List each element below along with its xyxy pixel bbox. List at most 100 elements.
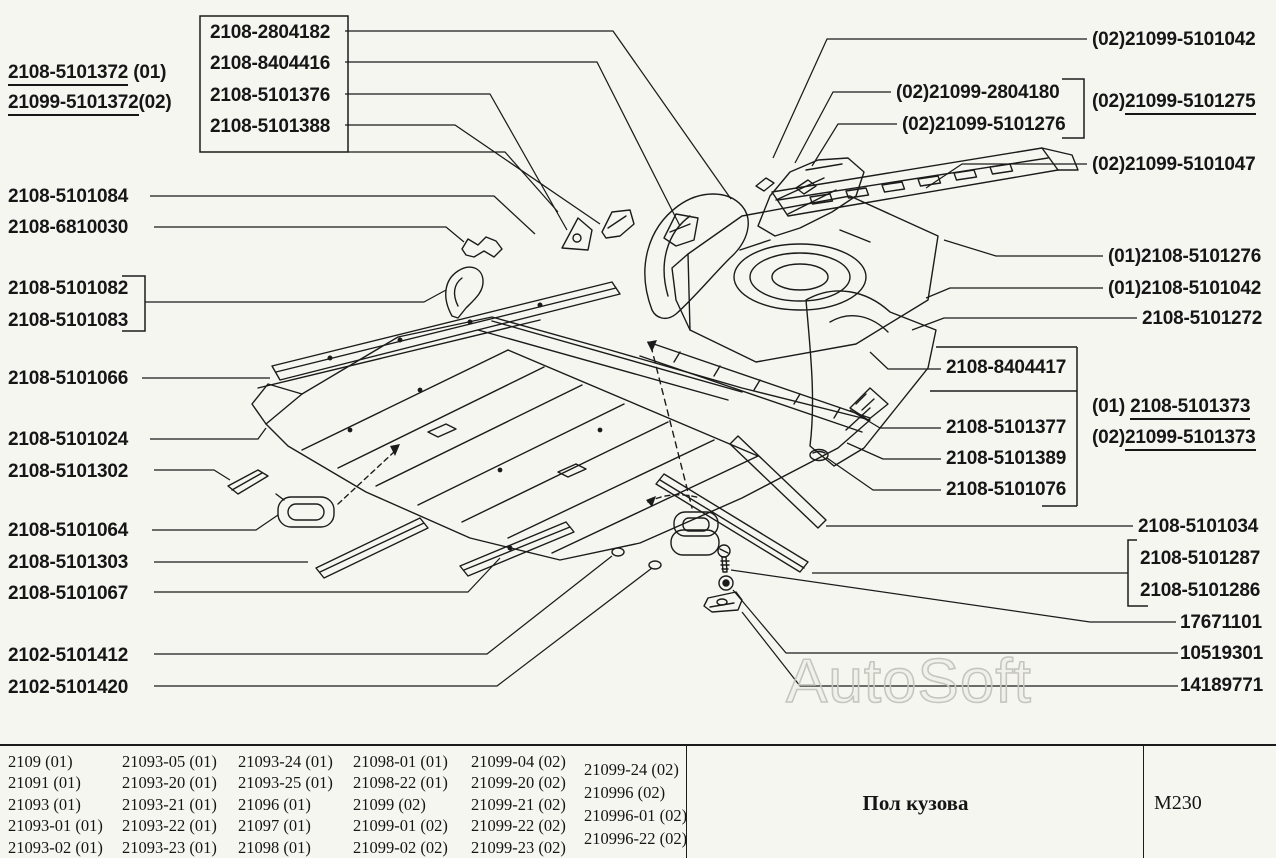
part-bracket-5101376 bbox=[561, 217, 593, 251]
model-entry: 210996-22 (02) bbox=[584, 829, 688, 848]
sheet-title: Пол кузова bbox=[686, 746, 1144, 858]
part-washer-10519301 bbox=[718, 575, 734, 591]
callout-14189771: 14189771 bbox=[1180, 675, 1263, 696]
model-entry: 21098-22 (01) bbox=[353, 773, 448, 793]
model-column-6: 21099-24 (02)210996 (02)210996-01 (02)21… bbox=[584, 758, 687, 850]
callout-2108-5101042: (01)2108-5101042 bbox=[1108, 278, 1262, 299]
part-front-floor-pan bbox=[251, 316, 871, 570]
model-entry: 21099-21 (02) bbox=[471, 794, 566, 814]
model-entry: 21091 (01) bbox=[8, 773, 81, 793]
callout-2108-5101067: 2108-5101067 bbox=[8, 583, 129, 604]
part-bracket-5101388 bbox=[601, 209, 635, 239]
part-clip-14189771 bbox=[703, 591, 743, 613]
part-plug-5101076 bbox=[809, 448, 829, 462]
model-entry: 21096 (01) bbox=[238, 794, 311, 814]
callout-21099-2804180: (02)21099-2804180 bbox=[896, 82, 1060, 103]
callout-17671101: 17671101 bbox=[1180, 612, 1262, 633]
callout-2108-5101272: 2108-5101272 bbox=[1142, 308, 1263, 329]
model-entry: 21093-20 (01) bbox=[122, 773, 217, 793]
part-rear-bracket-cluster bbox=[757, 157, 865, 237]
part-sill-5101303 bbox=[315, 517, 429, 579]
callout-2108-8404417: 2108-8404417 bbox=[946, 357, 1067, 378]
callout-2108-6810030: 2108-6810030 bbox=[8, 217, 129, 238]
model-entry: 21093-22 (01) bbox=[122, 816, 217, 836]
model-entry: 21099 (02) bbox=[353, 794, 426, 814]
applicability-table: 2109 (01) 21091 (01)21093 (01)21093-01 (0… bbox=[0, 744, 1276, 858]
callout-2108-5101066: 2108-5101066 bbox=[8, 368, 129, 389]
model-entry: 21093-02 (01) bbox=[8, 837, 103, 857]
callout-2108-5101276: (01)2108-5101276 bbox=[1108, 246, 1262, 267]
callout-2108-5101376: 2108-5101376 bbox=[210, 85, 331, 106]
callout-2108-5101302: 2108-5101302 bbox=[8, 461, 129, 482]
part-left-wheel-arch bbox=[644, 193, 749, 320]
part-left-sill bbox=[257, 281, 621, 389]
model-entry: 21099-23 (02) bbox=[471, 837, 566, 857]
part-grommet bbox=[670, 511, 720, 556]
callout-2108-5101034: 2108-5101034 bbox=[1138, 516, 1259, 537]
model-entry: 21099-01 (02) bbox=[353, 816, 448, 836]
callout-10519301: 10519301 bbox=[1180, 643, 1263, 664]
model-column-4: 21098-01 (01)21098-22 (01)21099 (02)2109… bbox=[353, 751, 448, 858]
callout-2102-5101412: 2102-5101412 bbox=[8, 645, 129, 666]
callout-21099-5101276: (02)21099-5101276 bbox=[902, 114, 1066, 135]
model-entry: 21098-01 (01) bbox=[353, 752, 448, 771]
part-toe-hook bbox=[445, 266, 484, 319]
model-entry: 21093-01 (01) bbox=[8, 816, 103, 836]
model-column-5: 21099-04 (02)21099-20 (02)21099-21 (02)2… bbox=[471, 751, 566, 858]
leader-lines bbox=[142, 30, 1178, 687]
part-channel-5101302 bbox=[227, 469, 269, 495]
part-right-sill bbox=[655, 473, 809, 573]
callout-21099-5101047: (02)21099-5101047 bbox=[1092, 154, 1256, 175]
callout-2108-5101377: 2108-5101377 bbox=[946, 417, 1067, 438]
callout-2108-5101287: 2108-5101287 bbox=[1140, 548, 1261, 569]
callout-2108-5101064: 2108-5101064 bbox=[8, 520, 129, 541]
part-heelboard bbox=[639, 341, 871, 433]
watermark: AutoSoft bbox=[785, 646, 1032, 717]
model-entry: 21097 (01) bbox=[238, 816, 311, 836]
model-entry: 21093-21 (01) bbox=[122, 794, 217, 814]
model-entry: 21099-22 (02) bbox=[471, 816, 566, 836]
callout-21099-5101042: (02)21099-5101042 bbox=[1092, 29, 1256, 50]
model-entry: 21093-05 (01) bbox=[122, 752, 217, 771]
model-entry: 21099-02 (02) bbox=[353, 837, 448, 857]
callout-2108-2804182: 2108-2804182 bbox=[210, 22, 331, 43]
callout-21099-5101275: (02)21099-5101275 bbox=[1092, 91, 1256, 115]
callout-21099-5101373: (02)21099-5101373 bbox=[1092, 427, 1256, 451]
callout-2108-5101286: 2108-5101286 bbox=[1140, 580, 1261, 601]
part-sill-5101067 bbox=[459, 521, 575, 577]
model-entry: 21093-24 (01) bbox=[238, 752, 333, 771]
part-tunnel-brace bbox=[663, 213, 699, 247]
model-entry: 21093-25 (01) bbox=[238, 773, 333, 793]
model-entry: 21099-04 (02) bbox=[471, 752, 566, 771]
dashed-reference-lines bbox=[337, 345, 701, 509]
callout-2108-8404416: 2108-8404416 bbox=[210, 53, 331, 74]
part-rear-floor bbox=[671, 195, 939, 363]
callout-2108-5101082: 2108-5101082 bbox=[8, 278, 129, 299]
part-side-member-5101034 bbox=[729, 435, 827, 529]
sheet-code: М230 bbox=[1143, 746, 1276, 858]
callout-21099-5101372: 21099-5101372(02) bbox=[8, 92, 172, 116]
callout-2108-5101084: 2108-5101084 bbox=[8, 186, 129, 207]
direction-arrows bbox=[390, 340, 657, 507]
model-entry: 21093 (01) bbox=[8, 794, 81, 814]
callout-2108-5101388: 2108-5101388 bbox=[210, 116, 331, 137]
callout-2108-5101076: 2108-5101076 bbox=[946, 479, 1067, 500]
callout-2102-5101420: 2102-5101420 bbox=[8, 677, 129, 698]
model-entry: 2109 (01) bbox=[8, 752, 73, 771]
callout-2108-5101373: (01) 2108-5101373 bbox=[1092, 396, 1250, 420]
callout-2108-5101024: 2108-5101024 bbox=[8, 429, 129, 450]
model-column-3: 21093-24 (01) 21093-25 (01)21096 (01)2109… bbox=[238, 751, 333, 858]
part-bracket-6810030 bbox=[461, 236, 503, 258]
model-entry: 21099-24 (02) bbox=[584, 760, 679, 779]
model-column-1: 2109 (01) 21091 (01)21093 (01)21093-01 (0… bbox=[8, 751, 103, 858]
model-entry: 21093-23 (01) bbox=[122, 837, 217, 857]
part-rear-crossmember bbox=[755, 147, 1079, 217]
callout-2108-5101083: 2108-5101083 bbox=[8, 310, 129, 331]
part-screw-17671101 bbox=[717, 544, 731, 573]
callout-2108-5101303: 2108-5101303 bbox=[8, 552, 129, 573]
model-entry: 210996-01 (02) bbox=[584, 806, 688, 825]
callout-2108-5101372: 2108-5101372 (01) bbox=[8, 62, 166, 86]
callout-2108-5101389: 2108-5101389 bbox=[946, 448, 1067, 469]
